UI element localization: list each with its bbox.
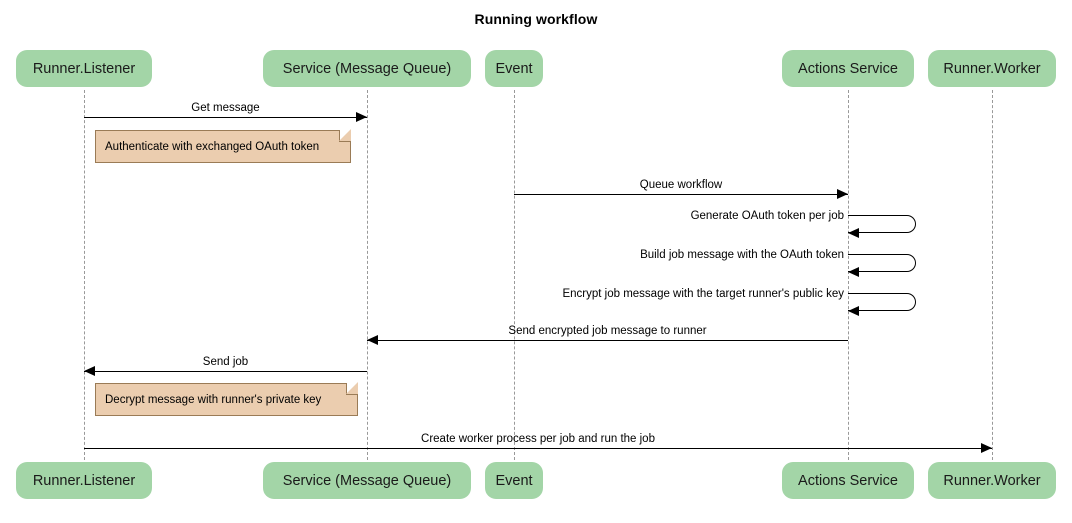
actor-box-event-top[interactable]: Event bbox=[485, 50, 543, 87]
message-line-queue-workflow bbox=[514, 194, 848, 195]
message-label-create-worker: Create worker process per job and run th… bbox=[421, 433, 655, 445]
message-line-create-worker bbox=[84, 448, 992, 449]
message-label-queue-workflow: Queue workflow bbox=[639, 179, 723, 191]
actor-box-event-bottom[interactable]: Event bbox=[485, 462, 543, 499]
actor-box-service-queue-bottom[interactable]: Service (Message Queue) bbox=[263, 462, 471, 499]
self-loop-encrypt-job bbox=[848, 293, 916, 311]
actor-label-event-bottom: Event bbox=[495, 472, 533, 489]
message-label-encrypt-job: Encrypt job message with the target runn… bbox=[562, 288, 844, 300]
note-authenticate-label: Authenticate with exchanged OAuth token bbox=[105, 140, 320, 153]
note-fold-icon bbox=[346, 382, 358, 395]
actor-box-runner-listener-bottom[interactable]: Runner.Listener bbox=[16, 462, 152, 499]
lifeline-runner-worker bbox=[992, 90, 993, 460]
actor-label-service-queue-bottom: Service (Message Queue) bbox=[282, 472, 452, 489]
actor-label-event-top: Event bbox=[495, 60, 533, 77]
arrow-head-create-worker bbox=[981, 443, 992, 453]
note-fold-icon bbox=[339, 129, 351, 142]
lifeline-service-queue bbox=[367, 90, 368, 460]
message-label-get-message: Get message bbox=[191, 102, 260, 114]
note-decrypt-label: Decrypt message with runner's private ke… bbox=[105, 393, 322, 406]
arrow-head-queue-workflow bbox=[837, 189, 848, 199]
actor-label-actions-service-top: Actions Service bbox=[798, 60, 898, 77]
message-label-generate-token: Generate OAuth token per job bbox=[690, 210, 844, 222]
arrow-head-send-encrypted bbox=[367, 335, 378, 345]
arrow-head-send-job bbox=[84, 366, 95, 376]
arrow-head-build-job-message bbox=[848, 267, 859, 277]
message-line-send-encrypted bbox=[367, 340, 848, 341]
self-loop-build-job-message bbox=[848, 254, 916, 272]
message-label-build-job-message: Build job message with the OAuth token bbox=[640, 249, 844, 261]
note-authenticate: Authenticate with exchanged OAuth token bbox=[95, 129, 351, 163]
actor-label-runner-listener-top: Runner.Listener bbox=[32, 60, 136, 77]
actor-box-runner-worker-bottom[interactable]: Runner.Worker bbox=[928, 462, 1056, 499]
actor-label-runner-worker-top: Runner.Worker bbox=[943, 60, 1041, 77]
note-decrypt: Decrypt message with runner's private ke… bbox=[95, 382, 358, 416]
page-title: Running workflow bbox=[474, 11, 598, 27]
actor-label-runner-worker-bottom: Runner.Worker bbox=[943, 472, 1041, 489]
actor-label-service-queue-top: Service (Message Queue) bbox=[282, 60, 452, 77]
arrow-head-get-message bbox=[356, 112, 367, 122]
lifeline-event bbox=[514, 90, 515, 460]
actor-label-runner-listener-bottom: Runner.Listener bbox=[32, 472, 136, 489]
message-label-send-job: Send job bbox=[202, 356, 249, 368]
self-loop-generate-token bbox=[848, 215, 916, 233]
message-label-send-encrypted: Send encrypted job message to runner bbox=[508, 325, 707, 337]
arrow-head-generate-token bbox=[848, 228, 859, 238]
actor-box-actions-service-bottom[interactable]: Actions Service bbox=[782, 462, 914, 499]
arrow-head-encrypt-job bbox=[848, 306, 859, 316]
actor-box-actions-service-top[interactable]: Actions Service bbox=[782, 50, 914, 87]
actor-box-service-queue-top[interactable]: Service (Message Queue) bbox=[263, 50, 471, 87]
lifeline-runner-listener bbox=[84, 90, 85, 460]
message-line-get-message bbox=[84, 117, 367, 118]
actor-box-runner-listener-top[interactable]: Runner.Listener bbox=[16, 50, 152, 87]
actor-box-runner-worker-top[interactable]: Runner.Worker bbox=[928, 50, 1056, 87]
message-line-send-job bbox=[84, 371, 367, 372]
actor-label-actions-service-bottom: Actions Service bbox=[798, 472, 898, 489]
